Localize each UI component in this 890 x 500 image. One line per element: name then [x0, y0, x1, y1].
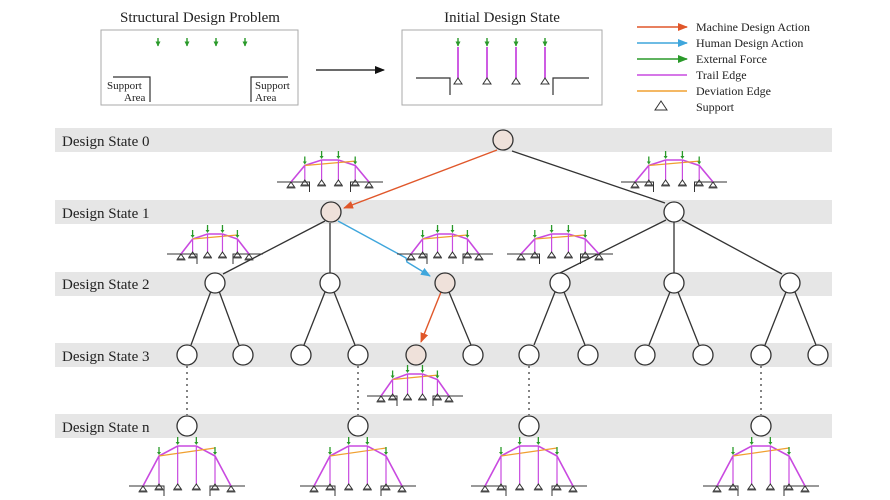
tree-node: [663, 201, 685, 223]
machine-action-arrow: [343, 149, 498, 209]
tree-node: [518, 344, 540, 366]
legend-label: Human Design Action: [696, 36, 803, 50]
problem-title: Structural Design Problem: [120, 10, 280, 26]
legend-support: Support: [654, 100, 735, 114]
legend-trail-edge: Trail Edge: [637, 68, 747, 82]
tree-node: [232, 344, 254, 366]
tree-node: [347, 344, 369, 366]
tree-node: [405, 344, 427, 366]
legend-label: Trail Edge: [696, 68, 747, 82]
legend-label: External Force: [696, 52, 767, 66]
initial-state-panel: Initial Design State: [401, 10, 603, 106]
problem-panel: Structural Design Problem Support Area S…: [100, 10, 299, 106]
tree-node: [176, 344, 198, 366]
tree-node: [807, 344, 829, 366]
structure-thumbnail: [129, 437, 245, 496]
support-label-right-1: Support: [255, 80, 290, 92]
tree-node: [518, 415, 540, 437]
state-label-0: Design State 0: [62, 134, 150, 150]
support-label-right-2: Area: [255, 92, 276, 104]
tree-node: [290, 344, 312, 366]
problem-forces: [155, 38, 248, 47]
legend-label: Machine Design Action: [696, 20, 810, 34]
state-band: [55, 128, 832, 152]
tree-node: [750, 344, 772, 366]
structure-thumbnail: [703, 437, 819, 496]
structure-thumbnail: [277, 151, 383, 192]
structure-thumbnail: [397, 225, 493, 264]
state-label-3: Design State 3: [62, 349, 150, 365]
state-label-n: Design State n: [62, 420, 150, 436]
tree-nodes: [176, 129, 829, 437]
legend-label: Support: [696, 100, 735, 114]
structure-thumbnails: [129, 151, 819, 496]
tree-node: [462, 344, 484, 366]
structure-thumbnail: [300, 437, 416, 496]
state-band: [55, 343, 832, 367]
tree-node: [634, 344, 656, 366]
tree-node: [176, 415, 198, 437]
state-labels: Design State 0 Design State 1 Design Sta…: [62, 134, 150, 436]
legend-deviation-edge: Deviation Edge: [637, 84, 771, 98]
support-triangle-icon: [654, 100, 668, 111]
tree-edges-dotted: [186, 366, 762, 415]
tree-node: [492, 129, 514, 151]
tree-node: [204, 272, 226, 294]
support-label-left-2: Area: [124, 92, 145, 104]
tree-node: [692, 344, 714, 366]
legend-machine-design-action: Machine Design Action: [637, 20, 810, 34]
structure-thumbnail: [167, 225, 263, 264]
legend-human-design-action: Human Design Action: [637, 36, 803, 50]
structure-thumbnail: [471, 437, 587, 496]
tree-node: [549, 272, 571, 294]
support-area-right: Support Area: [250, 76, 290, 104]
tree-edges: [190, 150, 817, 346]
initial-title: Initial Design State: [444, 10, 560, 26]
tree-node: [320, 201, 342, 223]
structure-thumbnail: [621, 151, 727, 192]
tree-node: [779, 272, 801, 294]
state-label-2: Design State 2: [62, 277, 150, 293]
tree-node: [319, 272, 341, 294]
legend-label: Deviation Edge: [696, 84, 771, 98]
tree-node: [663, 272, 685, 294]
structure-thumbnail: [367, 365, 463, 406]
state-band: [55, 200, 832, 224]
tree-node: [434, 272, 456, 294]
legend-external-force: External Force: [637, 52, 767, 66]
state-label-1: Design State 1: [62, 206, 150, 222]
structure-thumbnail: [507, 225, 613, 264]
state-band: [55, 414, 832, 438]
tree-node: [750, 415, 772, 437]
support-area-left: Support Area: [107, 76, 151, 104]
tree-node: [577, 344, 599, 366]
support-label-left-1: Support: [107, 80, 142, 92]
legend: Machine Design Action Human Design Actio…: [637, 20, 810, 114]
tree-node: [347, 415, 369, 437]
machine-action-arrow: [420, 291, 442, 343]
